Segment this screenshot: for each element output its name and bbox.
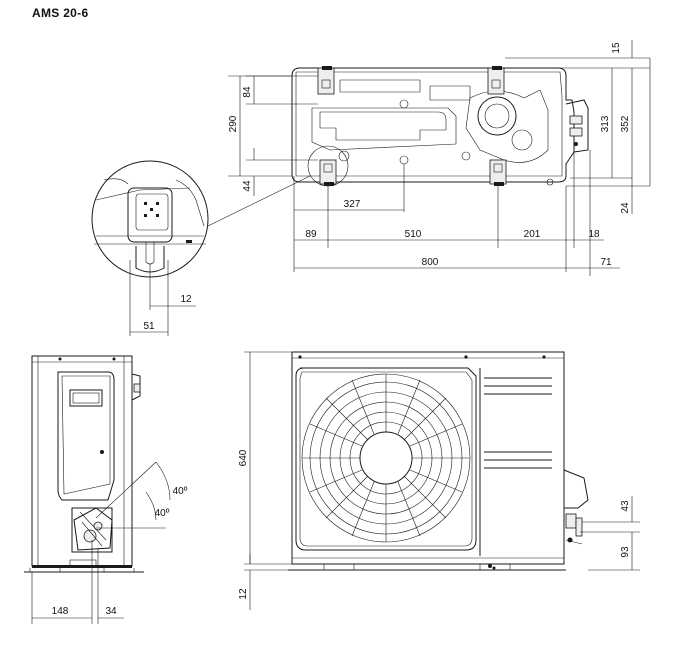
dim-93: 93: [620, 546, 631, 558]
foot-detail-view: [91, 160, 209, 278]
dim-71: 71: [600, 257, 612, 268]
angle-40-outer: 40º: [173, 486, 188, 497]
front-view: [288, 351, 589, 571]
dim-352: 352: [620, 115, 631, 132]
dim-510: 510: [405, 229, 422, 240]
top-view-dimensions: [207, 40, 651, 276]
dim-24: 24: [620, 202, 631, 214]
side-view-dimensions: [31, 461, 171, 624]
dim-12-detail: 12: [180, 294, 192, 305]
dim-34: 34: [105, 606, 117, 617]
dim-640: 640: [238, 449, 249, 466]
dim-148: 148: [52, 606, 69, 617]
dim-327: 327: [344, 199, 361, 210]
side-view: [24, 355, 144, 573]
foot-detail-dimensions: [129, 260, 196, 336]
dim-290: 290: [228, 115, 239, 132]
dim-43: 43: [620, 500, 631, 512]
dim-800: 800: [422, 257, 439, 268]
top-view: [291, 66, 589, 187]
dim-44: 44: [242, 180, 253, 192]
model-title: AMS 20-6: [32, 6, 89, 20]
dim-201: 201: [524, 229, 541, 240]
dim-15: 15: [611, 42, 622, 54]
front-view-dimensions: [244, 351, 640, 610]
fan-grille: [301, 373, 471, 543]
dim-313: 313: [600, 115, 611, 132]
angle-40-inner: 40º: [155, 508, 170, 519]
dim-51: 51: [143, 321, 155, 332]
dim-18: 18: [588, 229, 600, 240]
dim-89: 89: [305, 229, 317, 240]
dim-12-front: 12: [238, 588, 249, 600]
dim-84: 84: [242, 86, 253, 98]
